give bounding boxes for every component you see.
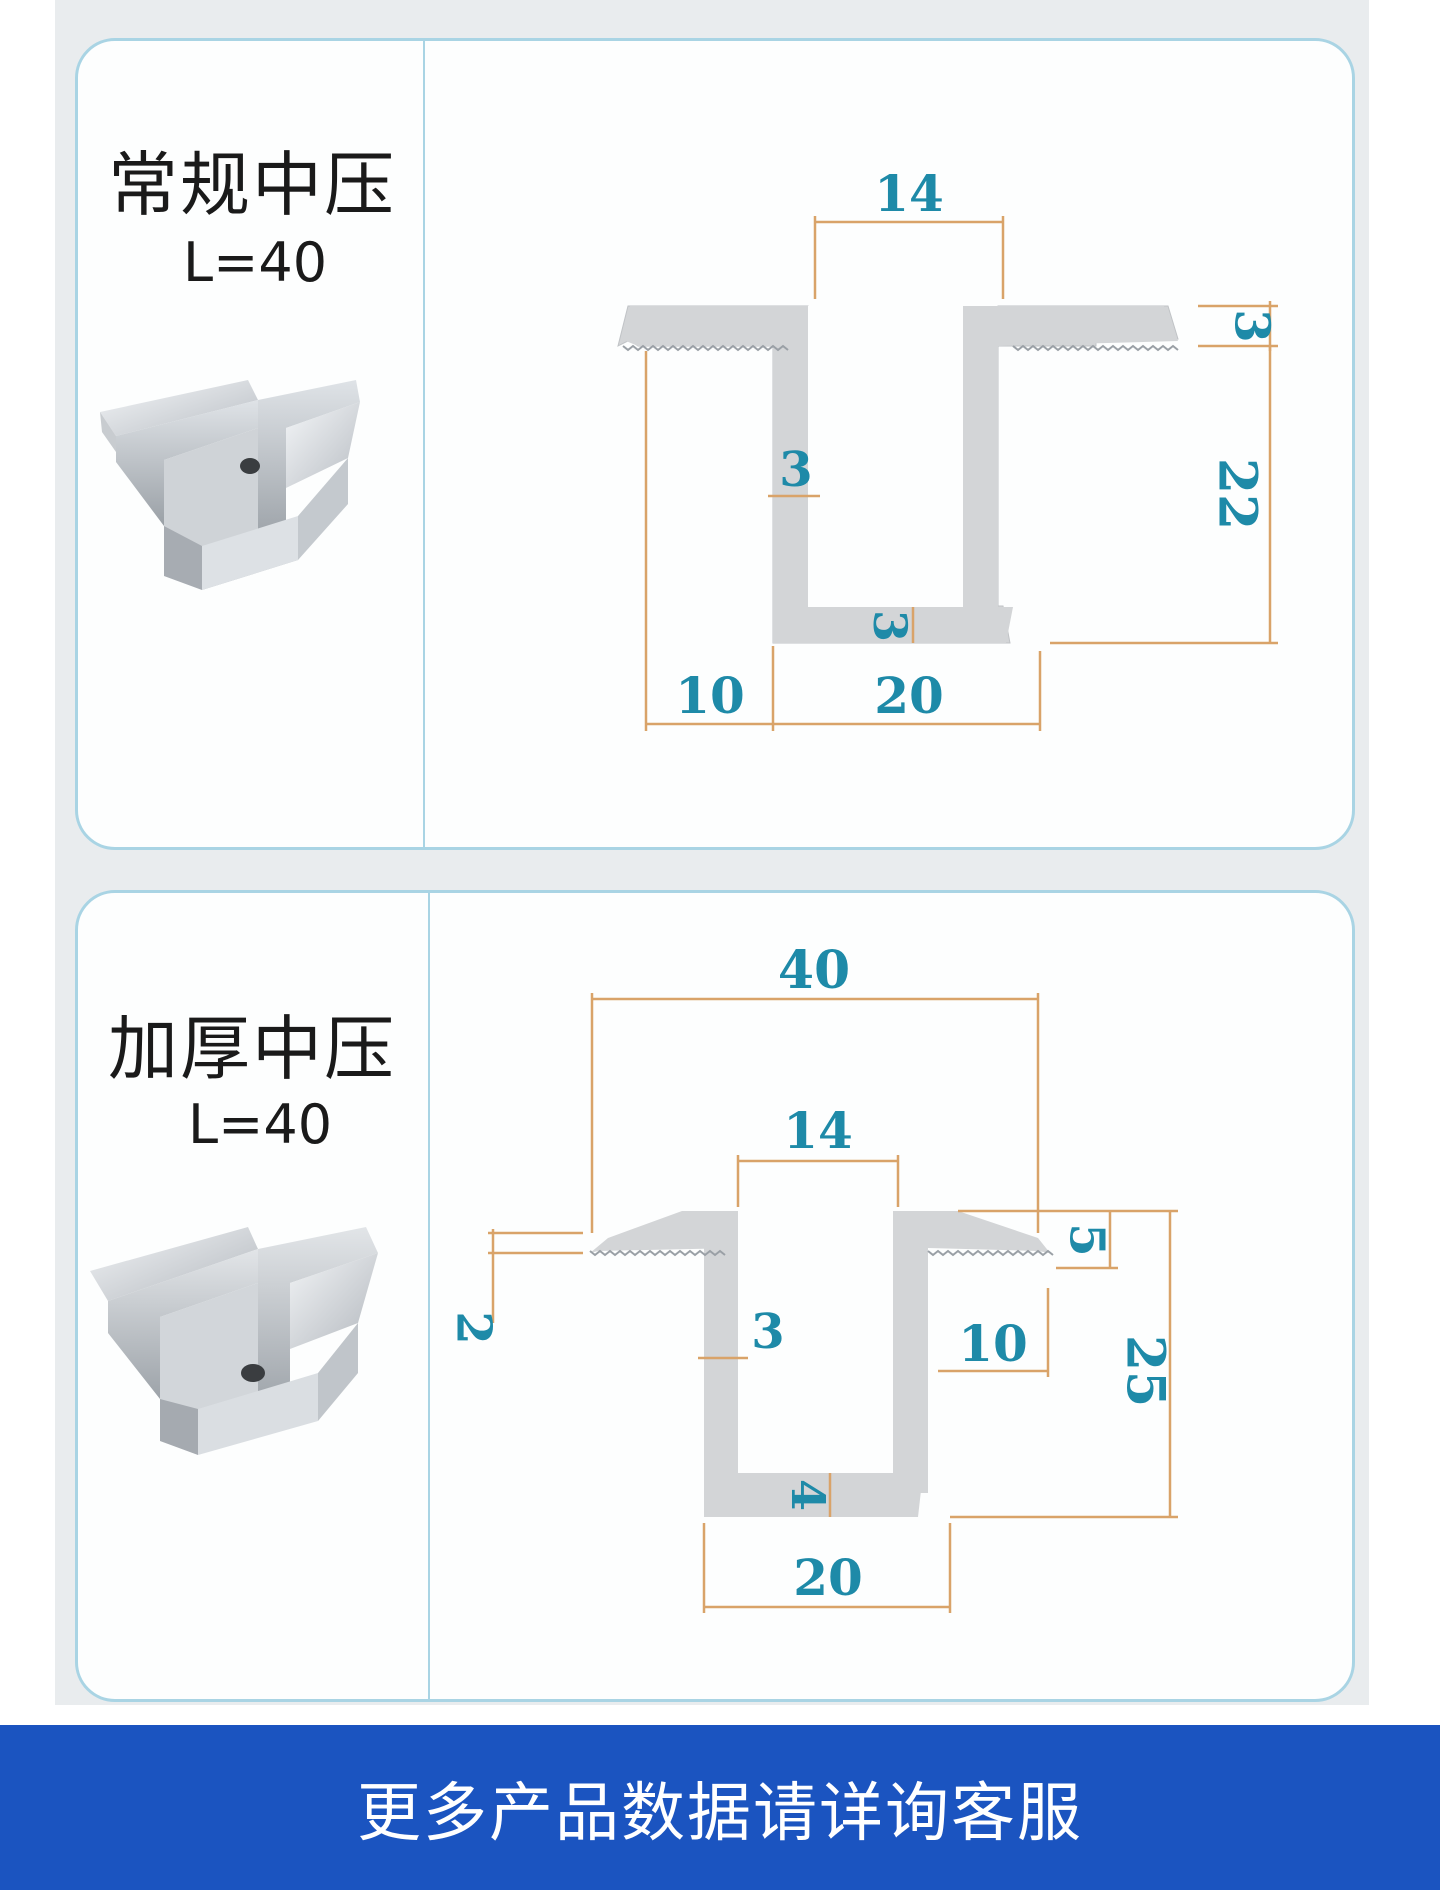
profile-right-arm: [963, 306, 1178, 346]
dim-height: 25: [1115, 1335, 1176, 1407]
profile-left-wall: [704, 1211, 738, 1493]
product-title: 常规中压: [108, 144, 396, 226]
profile-right-wall: [963, 306, 998, 607]
profile-left-arm: [621, 306, 808, 346]
profile-left-arm: [590, 1211, 738, 1253]
product-length: L=40: [183, 231, 328, 294]
dimension-lines: [488, 993, 1178, 1613]
dim-base: 3: [863, 610, 917, 642]
dim-left: 10: [675, 666, 745, 725]
dim-flange-end: 2: [446, 1311, 502, 1344]
clamp-photo: [90, 1227, 378, 1455]
dimension-lines: [644, 216, 1278, 731]
dim-wall: 3: [779, 442, 812, 498]
product-sheet: 常规中压 L=40: [55, 0, 1369, 1705]
profile-drawing: 14 3 22 3 3 10 20: [617, 164, 1280, 731]
profile-right-wall: [893, 1211, 928, 1493]
dim-height: 22: [1207, 458, 1268, 530]
profile-right-arm: [893, 1211, 1050, 1253]
dim-overall: 40: [778, 940, 850, 1001]
dim-flange-length: 10: [958, 1314, 1028, 1373]
profile-base: [704, 1473, 923, 1517]
dim-top-gap: 14: [783, 1101, 853, 1160]
profile-drawing: 40 14 2 5 3 10 25 4 20: [446, 940, 1178, 1613]
dim-flange: 3: [1224, 309, 1280, 342]
card-divider: [423, 41, 425, 847]
product-card-thick: 加厚中压 L=40: [75, 890, 1355, 1702]
dim-width: 20: [874, 666, 944, 725]
footer-banner: 更多产品数据请详询客服: [0, 1725, 1440, 1890]
product-card-standard: 常规中压 L=40: [75, 38, 1355, 850]
dim-top-gap: 14: [874, 164, 944, 223]
dim-wall: 3: [751, 1304, 784, 1360]
clamp-photo: [100, 380, 360, 590]
profile-base: [773, 607, 1013, 643]
product-length: L=40: [188, 1093, 333, 1156]
dim-width: 20: [793, 1548, 863, 1607]
profile-left-wall: [773, 341, 808, 607]
card-divider: [428, 893, 430, 1699]
dim-flange-thickness: 5: [1059, 1223, 1115, 1256]
dim-base: 4: [781, 1479, 835, 1511]
footer-text: 更多产品数据请详询客服: [357, 1776, 1083, 1851]
product-title: 加厚中压: [108, 1008, 396, 1090]
